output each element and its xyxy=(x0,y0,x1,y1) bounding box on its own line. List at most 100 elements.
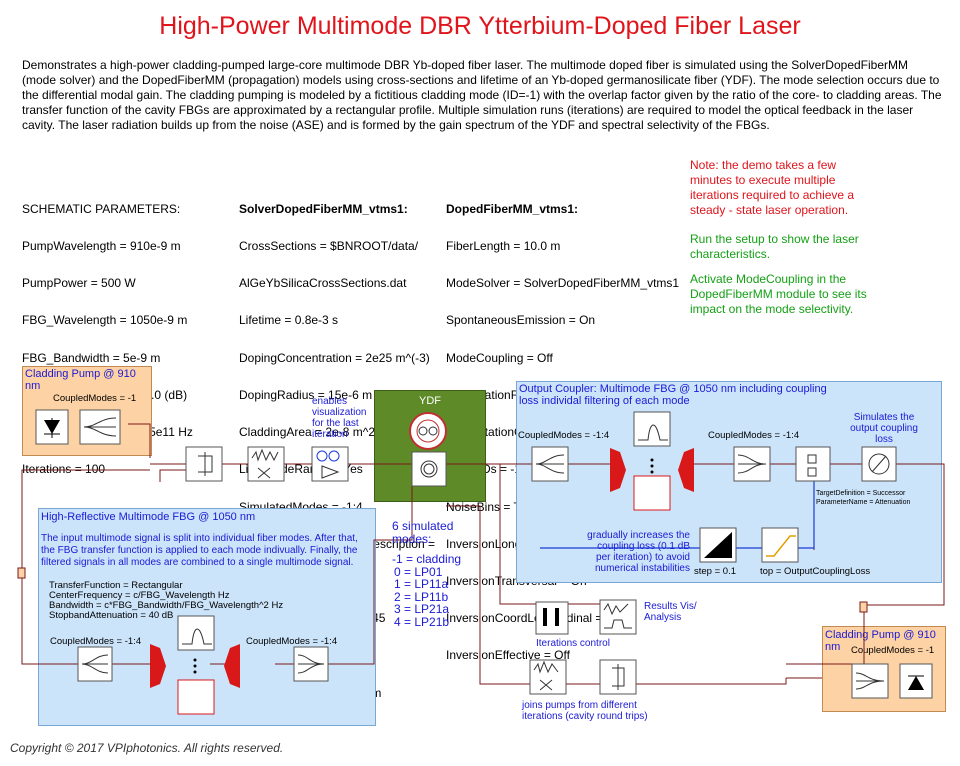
fiber-param-line: FiberLength = 10.0 m xyxy=(446,239,561,254)
note-red: Note: the demo takes a few minutes to ex… xyxy=(690,158,855,217)
modes-heading: 6 simulated modes: xyxy=(392,519,454,546)
wire xyxy=(499,464,536,605)
fbg-loop-out[interactable] xyxy=(633,475,671,511)
joins-label: joins pumps from different iterations (c… xyxy=(522,700,648,722)
mode-item: 3 = LP21a xyxy=(394,602,450,616)
page-title: High-Power Multimode DBR Ytterbium-Doped… xyxy=(159,12,801,40)
step-label: step = 0.1 xyxy=(694,566,736,577)
hr-modes-in: CoupledModes = -1:4 xyxy=(50,636,142,647)
schematic-param-line: PumpPower = 500 W xyxy=(22,276,136,291)
hr-fbg-params: TransferFunction = Rectangular CenterFre… xyxy=(49,581,283,621)
solver-params-heading: SolverDopedFiberMM_vtms1: xyxy=(239,201,408,216)
mode-item: 1 = LP11a xyxy=(394,577,449,591)
noise-join-block[interactable] xyxy=(529,659,567,695)
pump-source-right[interactable] xyxy=(899,663,933,699)
hr-fbg-param-line: Bandwidth = c*FBG_Bandwidth/FBG_Waveleng… xyxy=(49,600,284,611)
wire xyxy=(328,486,413,665)
solver-param-line: AlGeYbSilicaCrossSections.dat xyxy=(239,276,407,291)
visualization-note: enables visualization for the last itera… xyxy=(312,396,367,440)
simulates-loss-note: Simulates the output coupling loss xyxy=(850,412,918,445)
schematic-params-heading: SCHEMATIC PARAMETERS: xyxy=(22,201,181,216)
schematic-param-line: FBG_Wavelength = 1050e-9 m xyxy=(22,313,188,328)
wire xyxy=(566,678,787,685)
hr-fbg-description: The input multimode signal is split into… xyxy=(41,533,358,568)
hr-fbg-label: High-Reflective Multimode FBG @ 1050 nm xyxy=(41,511,256,523)
wire xyxy=(446,505,530,685)
fiber-param-line: ModeSolver = SolverDopedFiberMM_vtms1 xyxy=(446,276,680,291)
adder-block[interactable] xyxy=(185,446,223,482)
solver-param-line: CladdingArea = 2e-8 m^2 xyxy=(239,425,376,440)
target-definition: TargetDefinition = Successor xyxy=(816,490,906,497)
attenuator-block[interactable] xyxy=(861,446,897,482)
solver-param-line: DopingRadius = 15e-6 m xyxy=(239,387,373,402)
hr-modes-out: CoupledModes = -1:4 xyxy=(246,636,338,647)
cladding-pump-right-modes: CoupledModes = -1 xyxy=(851,645,935,656)
control-wires xyxy=(540,480,815,549)
schematic-param-line: Iterations = 100 xyxy=(22,462,106,477)
visualizer-block[interactable] xyxy=(311,446,349,482)
ramp-limiter[interactable] xyxy=(761,527,799,563)
mode-item: -1 = cladding xyxy=(392,552,462,566)
adder-join-block[interactable] xyxy=(599,659,637,695)
fiber-param-line: SpontaneousEmission = On xyxy=(446,313,596,328)
mode-mux-hr xyxy=(150,644,240,688)
gradual-loss-note: gradually increases the coupling loss (0… xyxy=(587,530,690,574)
fbg-filter-out[interactable] xyxy=(633,411,671,447)
output-modes-in: CoupledModes = -1:4 xyxy=(518,430,610,441)
wire xyxy=(128,423,151,458)
ydf-label: YDF xyxy=(419,395,441,407)
doped-fiber-block[interactable] xyxy=(411,451,447,487)
connector-marker xyxy=(859,601,868,613)
pump-coupler-right[interactable] xyxy=(851,663,889,699)
mode-item: 4 = LP21b xyxy=(394,614,450,629)
solver-param-line: DopingConcentration = 2e25 m^(-3) xyxy=(239,350,430,365)
results-analysis-block[interactable] xyxy=(599,599,637,635)
intro-text: Demonstrates a high-power cladding-pumpe… xyxy=(22,58,942,132)
mode-combiner-out[interactable] xyxy=(733,446,771,482)
fiber-param-line: InversionEffective = Off xyxy=(446,648,570,663)
output-modes-out: CoupledModes = -1:4 xyxy=(708,430,800,441)
mode-mux-out xyxy=(610,448,694,492)
cladding-pump-left-modes: CoupledModes = -1 xyxy=(53,393,137,404)
noise-block[interactable] xyxy=(247,446,285,482)
cladding-pump-right-label: Cladding Pump @ 910 nm xyxy=(825,629,936,653)
fiber-param-line: ModeCoupling = Off xyxy=(446,350,553,365)
hr-fbg-param-line: TransferFunction = Rectangular xyxy=(49,580,183,591)
note-mode-coupling: Activate ModeCoupling in the DopedFiberM… xyxy=(690,272,867,316)
fiber-mode-icon xyxy=(409,412,447,450)
fbg-filter-hr[interactable] xyxy=(177,615,215,651)
parameter-name: ParameterName = Attenuation xyxy=(816,499,911,506)
pump-source-left[interactable] xyxy=(35,409,69,445)
schematic-param-line: PumpWavelength = 910e-9 m xyxy=(22,239,181,254)
solver-param-line: CrossSections = $BNROOT/data/ xyxy=(239,239,419,254)
iterations-control-block[interactable] xyxy=(535,601,569,635)
connector-marker xyxy=(17,567,26,579)
solver-param-line: Lifetime = 0.8e-3 s xyxy=(239,313,339,328)
mode-combiner-hr[interactable] xyxy=(293,646,329,682)
parameter-control-block[interactable] xyxy=(795,446,831,482)
note-run: Run the setup to show the laser characte… xyxy=(690,232,859,261)
simulated-modes-list: 6 simulated modes: -1 = cladding 0 = LP0… xyxy=(392,520,482,628)
step-source[interactable] xyxy=(699,527,737,563)
fbg-loop-hr[interactable] xyxy=(177,679,215,715)
fiber-params-heading: DopedFiberMM_vtms1: xyxy=(446,201,579,216)
wire xyxy=(159,469,186,482)
mode-splitter-out[interactable] xyxy=(531,446,569,482)
mode-splitter-hr[interactable] xyxy=(77,646,113,682)
pump-coupler-left[interactable] xyxy=(79,409,121,445)
copyright: Copyright © 2017 VPIphotonics. All right… xyxy=(10,741,284,755)
cladding-pump-left-label: Cladding Pump @ 910 nm xyxy=(25,368,136,392)
mode-item: 0 = LP01 xyxy=(394,564,443,579)
wire xyxy=(798,480,815,549)
results-label: Results Vis/ Analysis xyxy=(644,601,697,623)
hr-fbg-param-line: CenterFrequency = c/FBG_Wavelength Hz xyxy=(49,590,230,601)
wire xyxy=(786,463,945,665)
wire xyxy=(21,469,150,665)
schematic-param-line: FBG_Bandwidth = 5e-9 m xyxy=(22,350,161,365)
iterations-label: Iterations control xyxy=(536,638,610,649)
mode-item: 2 = LP11b xyxy=(394,589,449,604)
output-coupler-label: Output Coupler: Multimode FBG @ 1050 nm … xyxy=(519,383,827,407)
hr-fbg-param-line: StopbandAttenuation = 40 dB xyxy=(49,610,174,621)
top-label: top = OutputCouplingLoss xyxy=(760,566,871,577)
